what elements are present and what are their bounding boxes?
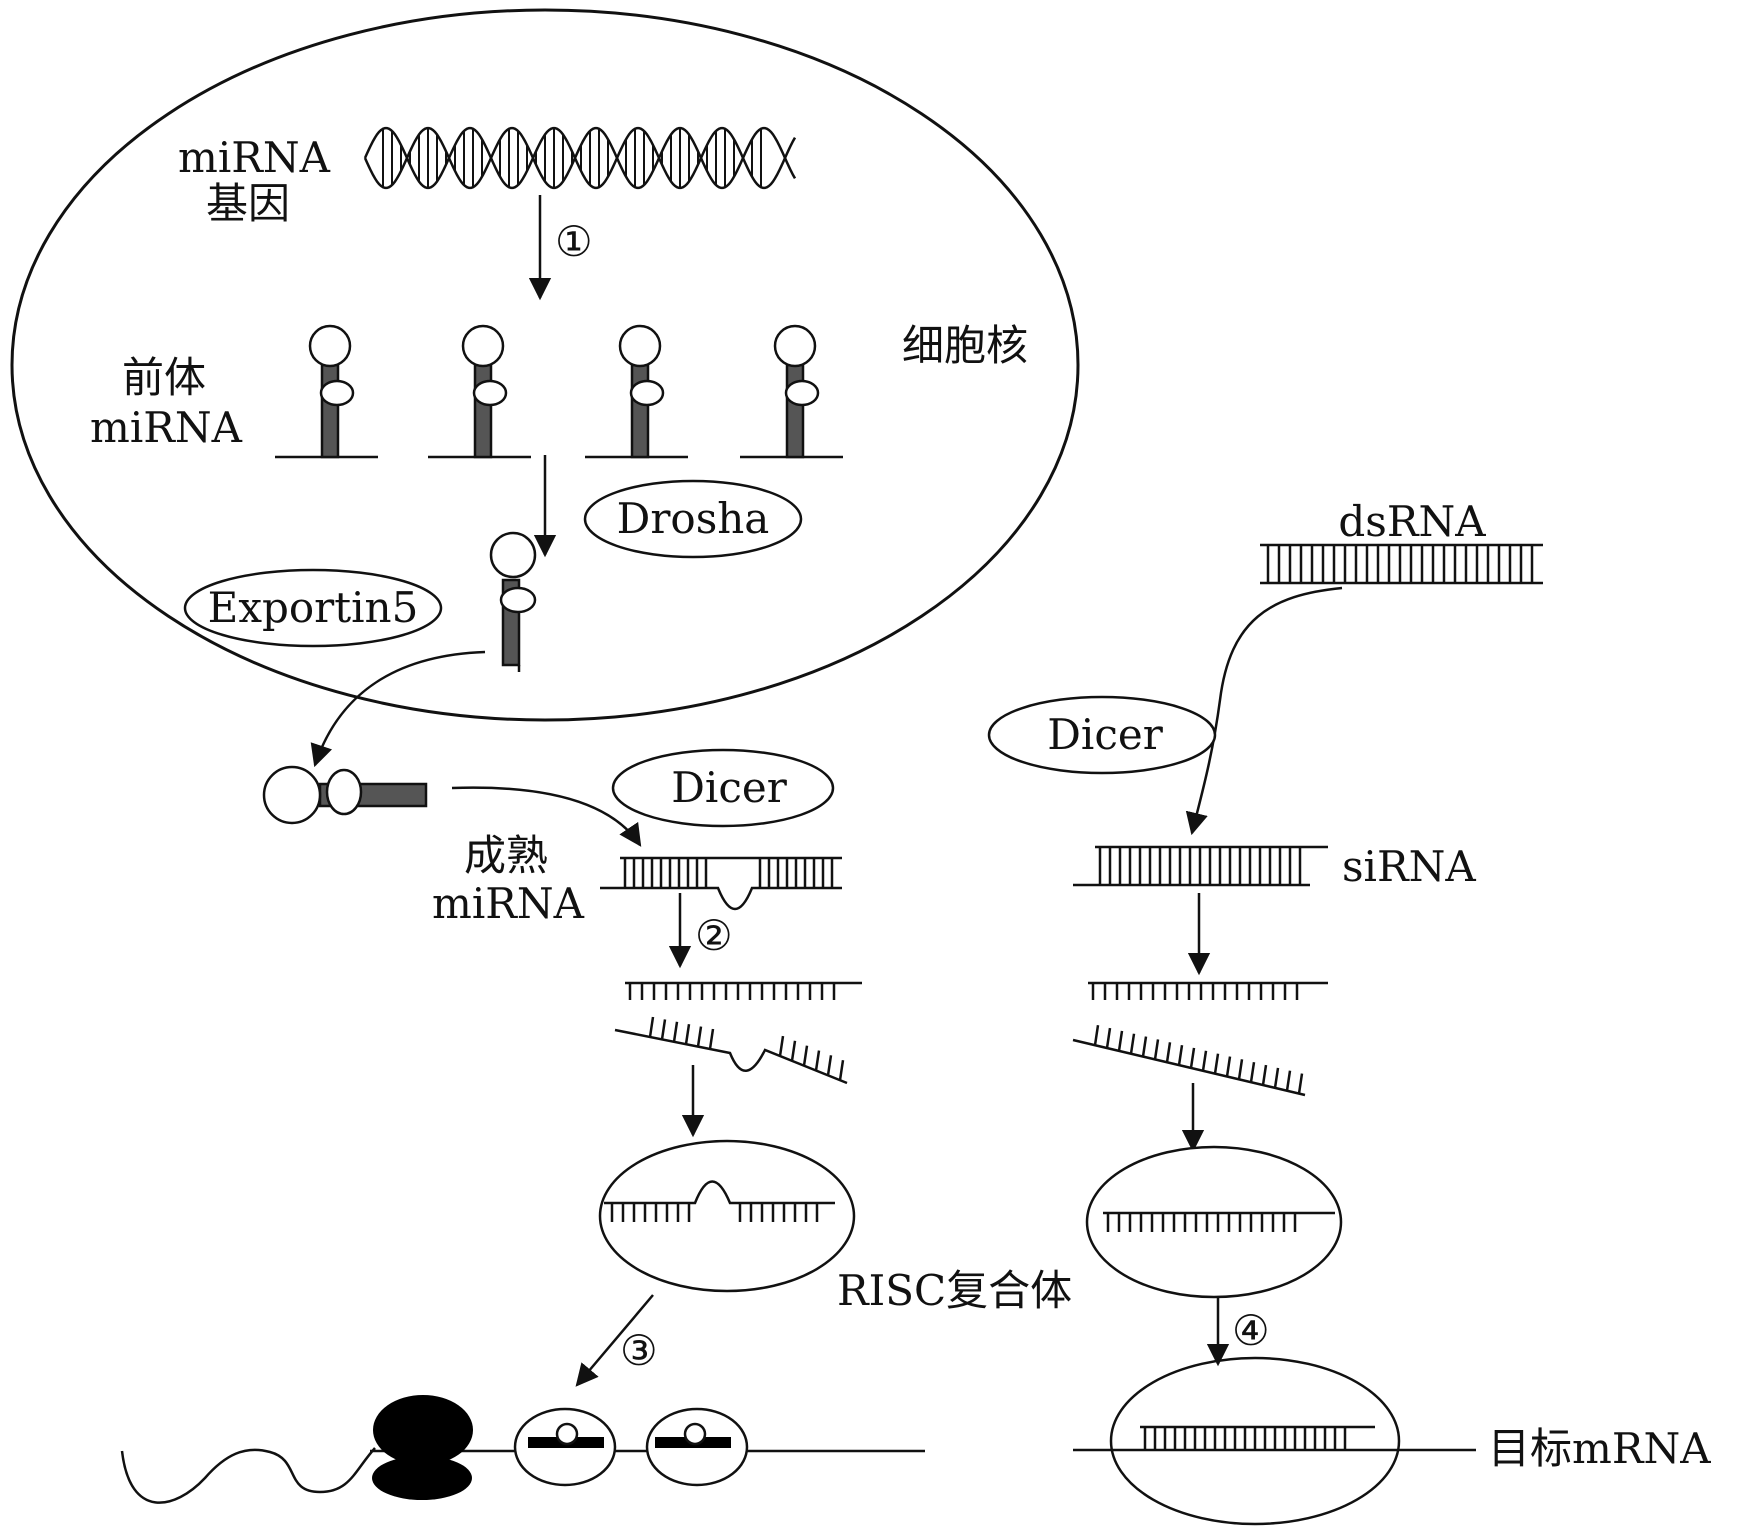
risc-target-complex [1109, 1356, 1401, 1526]
mirna-separated-strands [614, 981, 862, 1085]
risc-right-guide-strand [1103, 1211, 1335, 1232]
risc-complex-right [1085, 1145, 1343, 1299]
nucleus-membrane [10, 8, 1080, 722]
dicer-left-label: Dicer [671, 763, 787, 812]
dicer-right-enzyme [987, 695, 1217, 775]
dicer-right-label: Dicer [1047, 710, 1163, 759]
risc-label: RISC复合体 [837, 1266, 1072, 1315]
ribosome-small [372, 1456, 472, 1500]
dna-base-pairs [382, 128, 762, 188]
translation-repression [120, 1395, 925, 1504]
mirna-gene-label-line2: 基因 [206, 179, 290, 228]
exportin5-label: Exportin5 [208, 583, 419, 632]
step2-label: ② [695, 911, 733, 960]
target-bound-guide [1140, 1425, 1375, 1450]
step4-label: ④ [1232, 1306, 1270, 1355]
arrow-export [310, 650, 486, 768]
nucleus-label: 细胞核 [902, 321, 1028, 370]
risc-complex-left [598, 1139, 856, 1293]
pre-mirna-label-line1: 前体 [122, 353, 206, 402]
arrow-step3 [575, 1294, 654, 1387]
drosha-enzyme [583, 479, 803, 559]
pre-mirna-hairpins [275, 324, 843, 459]
dicer-left-enzyme [611, 748, 835, 828]
ribosome-large [373, 1395, 473, 1465]
step3-label: ③ [620, 1326, 658, 1375]
step1-label: ① [555, 217, 593, 266]
arrow-to-dicer [451, 786, 642, 847]
sirna-duplex [1073, 845, 1328, 887]
mature-mirna-label-line1: 成熟 [464, 831, 548, 880]
arrow-dicer-right [1185, 586, 1343, 836]
risc-left-guide-strand [604, 1180, 835, 1222]
pre-mirna-label-line2: miRNA [90, 403, 243, 452]
mature-mirna-duplex [600, 856, 842, 910]
cytoplasmic-pre-mirna [262, 765, 428, 825]
dsrna-duplex [1260, 543, 1543, 585]
sirna-label: siRNA [1342, 842, 1476, 891]
drosha-label: Drosha [617, 494, 770, 543]
target-mrna-label: 目标mRNA [1488, 1424, 1711, 1473]
processed-pre-mirna [489, 531, 537, 672]
sirna-separated-strands [1072, 981, 1328, 1097]
mrna-5prime-tail [120, 1447, 376, 1504]
dsrna-label: dsRNA [1338, 497, 1486, 546]
exportin5-protein [183, 568, 443, 648]
mirna-gene-label-line1: miRNA [178, 133, 331, 182]
dna-helix [363, 126, 797, 190]
mature-mirna-label-line2: miRNA [432, 879, 585, 928]
